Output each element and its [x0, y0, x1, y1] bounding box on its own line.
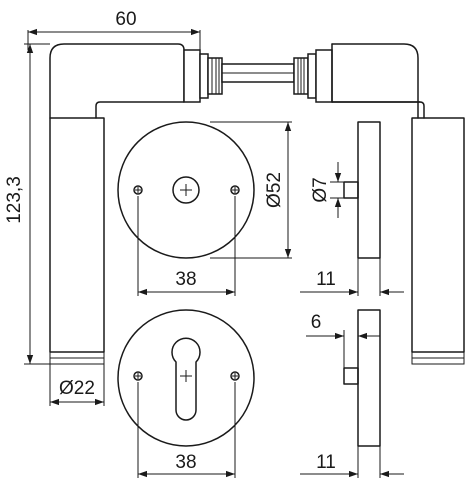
dim-screw-spacing-bottom-label: 38: [175, 452, 196, 473]
dim-rose-thickness-bottom: 11: [300, 446, 404, 478]
bottom-rose-front: [117, 309, 255, 447]
left-lever-handle: [49, 43, 223, 365]
dim-rose-thickness-top: 11: [300, 258, 404, 296]
dim-screw-spacing-bottom: 38: [137, 382, 236, 478]
dim-rose-thickness-bottom-label: 11: [316, 452, 336, 473]
dim-overall-height-label: 123,3: [4, 176, 25, 224]
dim-cylinder-offset: 6: [306, 312, 380, 368]
dim-rose-diameter: Ø52: [210, 121, 292, 259]
dim-rose-diameter-label: Ø52: [264, 172, 285, 208]
dim-cylinder-offset-label: 6: [311, 312, 322, 333]
dim-screw-spacing-top: 38: [137, 196, 236, 296]
dim-screw-spacing-top-label: 38: [175, 269, 196, 290]
spindle: [221, 63, 295, 83]
dim-grip-diameter: Ø22: [49, 364, 105, 406]
bottom-rose-side: [343, 309, 381, 447]
dim-grip-diameter-label: Ø22: [59, 378, 95, 399]
right-lever-handle: [293, 43, 465, 365]
dim-rose-thickness-top-label: 11: [316, 269, 336, 290]
top-rose-side: [343, 121, 381, 259]
dim-lever-length-label: 60: [115, 9, 136, 30]
dim-spindle-diameter: Ø7: [310, 162, 344, 218]
dim-overall-height: 123,3: [4, 43, 50, 365]
dim-spindle-diameter-label: Ø7: [310, 177, 331, 202]
top-rose-front: [117, 121, 255, 259]
